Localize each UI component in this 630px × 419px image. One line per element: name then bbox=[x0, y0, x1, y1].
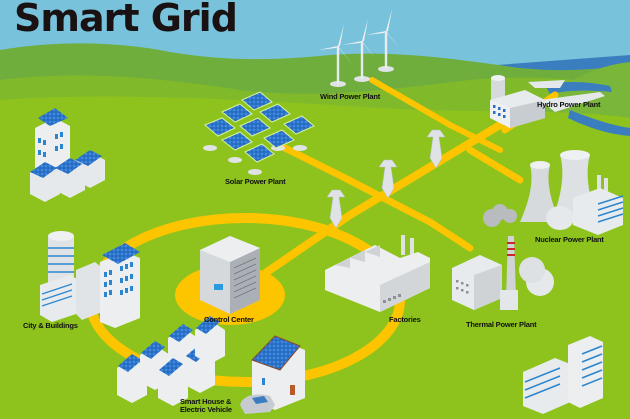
label-control-center: Control Center bbox=[204, 315, 254, 324]
transmission-towers bbox=[326, 129, 446, 229]
label-smart-house: Smart House & Electric Vehicle bbox=[180, 398, 232, 414]
label-smart-house-line2: Electric Vehicle bbox=[180, 405, 232, 414]
label-nuclear-power-plant: Nuclear Power Plant bbox=[535, 235, 604, 244]
factories bbox=[325, 235, 430, 312]
label-smart-house-line1: Smart House & bbox=[180, 397, 232, 406]
hydro-power-plant bbox=[490, 75, 605, 128]
residential-cluster bbox=[30, 108, 105, 202]
grid-lines bbox=[85, 77, 559, 387]
solar-power-plant bbox=[203, 91, 315, 175]
label-hydro-power-plant: Hydro Power Plant bbox=[537, 100, 601, 109]
thermal-power-plant bbox=[452, 204, 554, 310]
river-lower bbox=[568, 110, 630, 136]
control-center-server bbox=[200, 236, 260, 314]
nuclear-power-plant bbox=[520, 150, 624, 235]
label-solar-power-plant: Solar Power Plant bbox=[225, 177, 286, 186]
page-title: Smart Grid bbox=[14, 0, 238, 40]
label-factories: Factories bbox=[389, 315, 421, 324]
office-buildings bbox=[523, 336, 603, 414]
city-buildings bbox=[40, 231, 140, 328]
label-city-buildings: City & Buildings bbox=[23, 321, 78, 330]
label-wind-power-plant: Wind Power Plant bbox=[320, 92, 381, 101]
wind-turbines bbox=[318, 9, 400, 87]
smart-houses bbox=[117, 316, 305, 414]
ground bbox=[0, 96, 630, 419]
label-thermal-power-plant: Thermal Power Plant bbox=[466, 320, 537, 329]
